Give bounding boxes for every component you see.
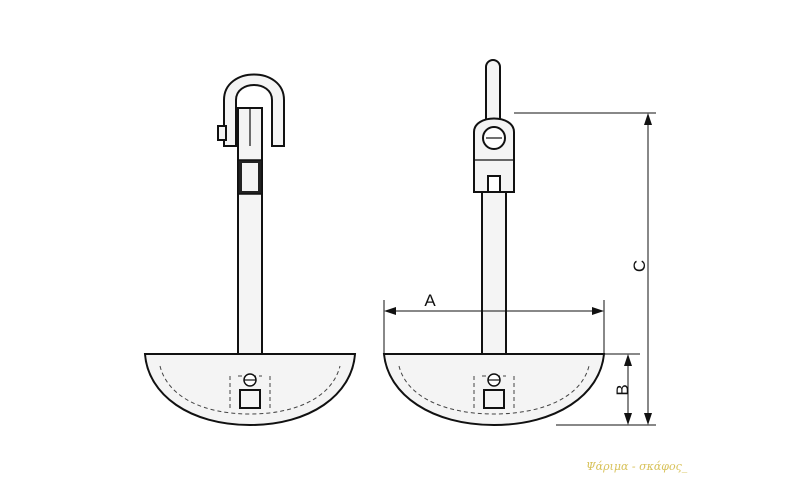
side-shank — [481, 191, 507, 359]
shank — [237, 107, 263, 359]
shackle-pin — [217, 125, 227, 141]
watermark: Ψάριμα - σκάφος_ — [586, 460, 688, 473]
dimension-a-label: A — [424, 291, 436, 310]
dimension-b-label: B — [613, 384, 632, 395]
dimension-b: B — [556, 353, 640, 426]
shackle — [223, 73, 285, 147]
dimension-c-label: C — [630, 260, 649, 272]
anchor-front-view — [143, 73, 357, 427]
dimension-a: A — [383, 291, 605, 354]
dimension-c: C — [514, 112, 656, 426]
anchor-side-view — [382, 59, 606, 427]
